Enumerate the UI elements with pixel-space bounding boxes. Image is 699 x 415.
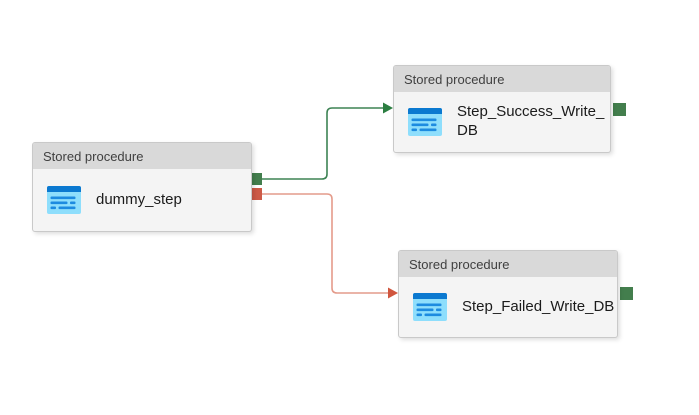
failure-edge-line[interactable]: [262, 193, 388, 294]
stored-procedure-icon: [408, 108, 442, 136]
node-header: Stored procedure: [399, 251, 617, 277]
node-step-success-write-db[interactable]: Stored procedure Step_Success_Write_DB: [393, 65, 611, 153]
dummy-step-success-output-port[interactable]: [250, 173, 262, 185]
node-title: dummy_step: [96, 190, 182, 208]
stored-procedure-icon: [47, 186, 81, 214]
node-header: Stored procedure: [394, 66, 610, 92]
node-step-failed-write-db[interactable]: Stored procedure Step_Failed_Write_DB: [398, 250, 618, 338]
node-type-label: Stored procedure: [43, 148, 144, 164]
node-body: dummy_step: [33, 169, 251, 231]
success-edge-arrowhead: [383, 102, 393, 114]
failure-edge-arrowhead: [388, 287, 398, 299]
node-body: Step_Failed_Write_DB: [399, 277, 617, 337]
dummy-step-failure-output-port[interactable]: [250, 188, 262, 200]
node-type-label: Stored procedure: [409, 256, 510, 272]
step-success-output-port[interactable]: [613, 103, 626, 116]
node-title: Step_Success_Write_DB: [457, 103, 605, 139]
node-dummy-step[interactable]: Stored procedure dummy_step: [32, 142, 252, 232]
node-header: Stored procedure: [33, 143, 251, 169]
step-failed-output-port[interactable]: [620, 287, 633, 300]
node-body: Step_Success_Write_DB: [394, 92, 610, 152]
node-type-label: Stored procedure: [404, 71, 505, 87]
success-edge-line[interactable]: [262, 107, 383, 180]
node-title: Step_Failed_Write_DB: [462, 297, 615, 315]
stored-procedure-icon: [413, 293, 447, 321]
